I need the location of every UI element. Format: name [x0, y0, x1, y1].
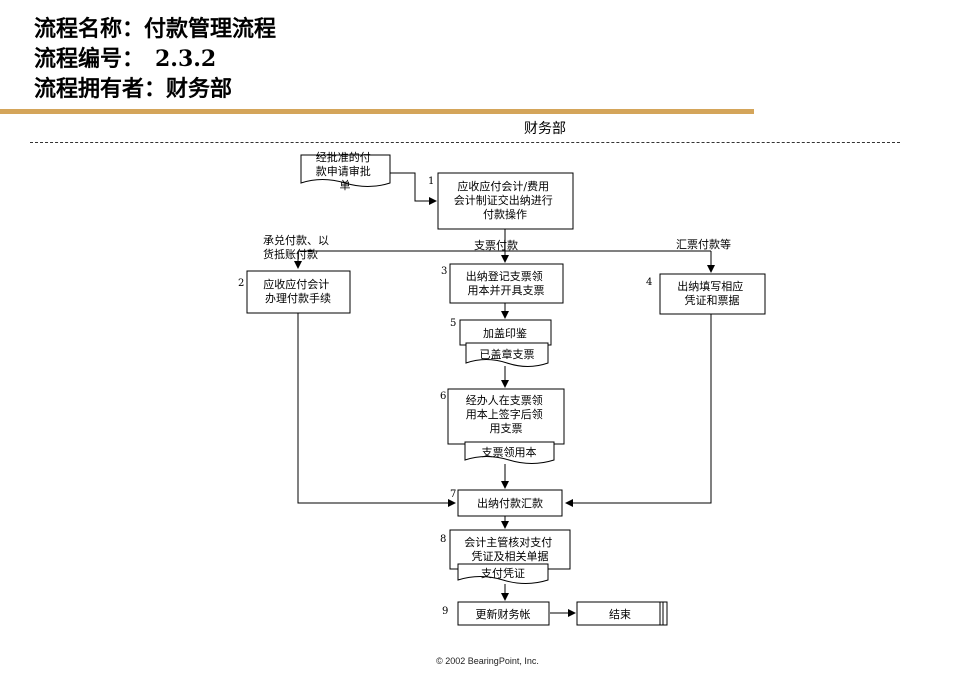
doc-approved-payment-request [300, 154, 391, 187]
step-1-line-3: 付款操作 [483, 207, 527, 221]
arrow-s2-to-s7 [297, 313, 456, 507]
doc-stamped-check [465, 342, 549, 367]
doc-payment-voucher-label: 支付凭证 [481, 566, 525, 580]
doc-checkbook [464, 441, 555, 464]
step-6-line-1: 经办人在支票领 [466, 394, 543, 407]
doc-input-line-1: 经批准的付 [316, 150, 371, 164]
connectors [294, 172, 715, 617]
svg-text:应收应付会计 办理付款手续: 应收应付会计 办理付款手续 [263, 277, 333, 305]
doc-payment-voucher [457, 563, 549, 584]
step-4-number: 4 [646, 277, 652, 288]
process-owner: 流程拥有者：财务部 [34, 76, 233, 102]
branch-left-line-2: 货抵账付款 [263, 247, 318, 261]
header-divider [0, 109, 754, 114]
step-7-box [457, 489, 563, 517]
doc-stamped-check-label: 已盖章支票 [480, 347, 535, 361]
swimlane-divider [30, 142, 900, 143]
svg-text:经批准的付 款申请审批 单: 经批准的付 款申请审批 单 [316, 150, 375, 192]
svg-text:出纳登记支票领 用本并开具支票: 出纳登记支票领 用本并开具支票 [466, 269, 547, 297]
step-7-number: 7 [450, 489, 456, 500]
doc-checkbook-label: 支票领用本 [482, 445, 537, 459]
step-8-number: 8 [440, 534, 446, 545]
step-1-box [437, 172, 574, 230]
step-3-number: 3 [441, 266, 447, 277]
step-6-box [447, 388, 565, 445]
process-name: 流程名称：付款管理流程 [34, 16, 277, 42]
end-label: 结束 [609, 608, 631, 621]
svg-text:承兑付款、以 货抵账付款: 承兑付款、以 货抵账付款 [263, 233, 333, 261]
step-2-box [246, 270, 351, 314]
branch-middle-label: 支票付款 [474, 238, 518, 252]
step-9-box [457, 601, 550, 626]
doc-input-line-3: 单 [340, 179, 351, 192]
step-4-line-2: 凭证和票据 [685, 293, 740, 307]
step-2-line-1: 应收应付会计 [263, 277, 329, 291]
step-1-line-2: 会计制证交出纳进行 [454, 193, 553, 207]
svg-text:经办人在支票领 用本上签字后领 用支票: 经办人在支票领 用本上签字后领 用支票 [466, 394, 547, 435]
svg-text:出纳填写相应 凭证和票据: 出纳填写相应 凭证和票据 [677, 279, 747, 307]
process-number: 流程编号： 2.3.2 [34, 46, 217, 72]
step-6-line-2: 用本上签字后领 [466, 407, 543, 421]
svg-text:应收应付会计/费用 会计制证交出纳进行 付款: 应收应付会计/费用 会计制证交出纳进行 付款操作 [454, 179, 557, 221]
step-4-box [659, 273, 766, 315]
branch-left-line-1: 承兑付款、以 [263, 233, 329, 247]
step-8-line-2: 凭证及相关单据 [472, 549, 549, 563]
step-5-label: 加盖印鉴 [483, 326, 527, 340]
step-4-line-1: 出纳填写相应 [677, 279, 743, 293]
step-8-box [449, 529, 571, 570]
step-7-label: 出纳付款汇款 [477, 496, 543, 510]
arrow-s4-to-s7 [565, 314, 712, 507]
doc-input-line-2: 款申请审批 [316, 164, 371, 178]
step-2-line-2: 办理付款手续 [265, 291, 331, 305]
step-2-number: 2 [238, 278, 244, 289]
step-1-number: 1 [428, 176, 434, 187]
step-9-label: 更新财务帐 [476, 607, 531, 621]
branch-right-label: 汇票付款等 [676, 237, 731, 251]
step-6-number: 6 [440, 391, 446, 402]
svg-text:会计主管核对支付 凭证及相关单据: 会计主管核对支付 凭证及相关单据 [464, 535, 556, 563]
step-8-line-1: 会计主管核对支付 [464, 535, 552, 549]
step-3-line-2: 用本并开具支票 [468, 283, 545, 297]
step-6-line-3: 用支票 [490, 422, 523, 435]
arrow-doc-to-s1 [390, 172, 437, 205]
swimlane-label: 财务部 [524, 121, 566, 137]
step-3-line-1: 出纳登记支票领 [466, 269, 543, 283]
step-9-number: 9 [442, 606, 448, 617]
step-5-number: 5 [450, 318, 456, 329]
step-3-box [449, 263, 564, 304]
end-box [576, 601, 668, 626]
step-1-line-1: 应收应付会计/费用 [457, 179, 549, 193]
copyright-footer: © 2002 BearingPoint, Inc. [436, 656, 539, 666]
